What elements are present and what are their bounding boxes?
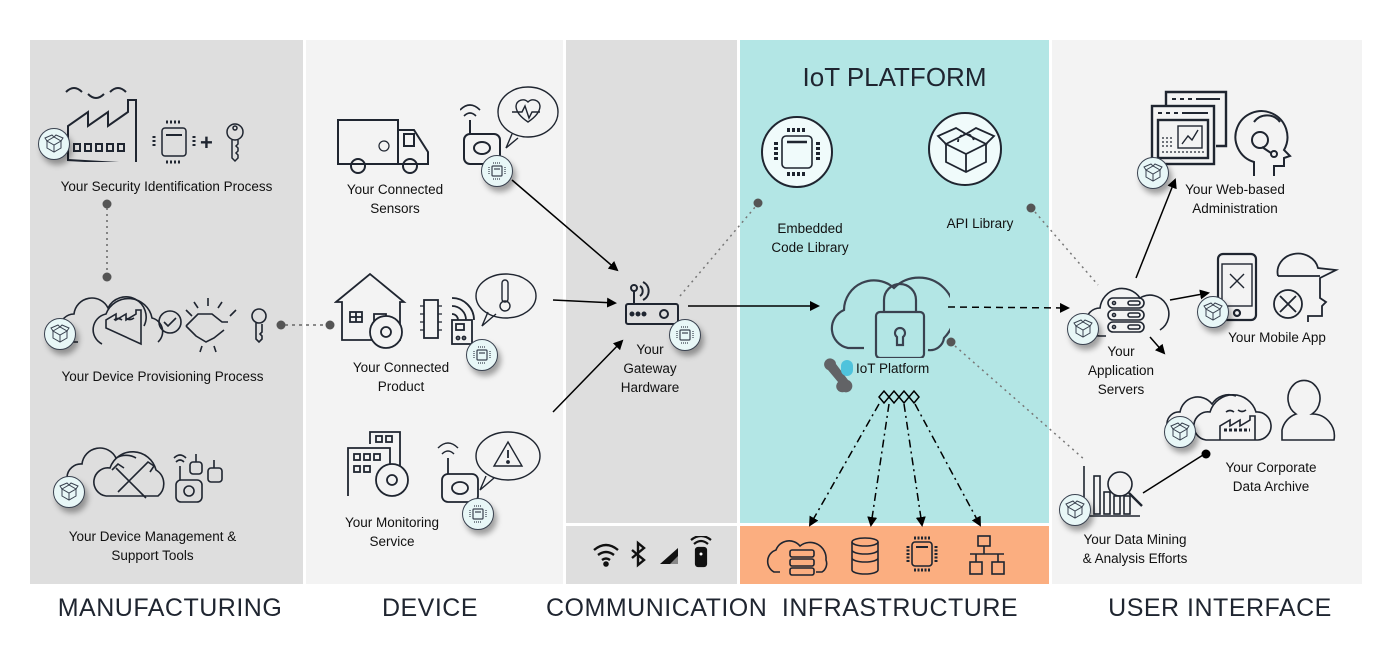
data-mining-label: Your Data Mining & Analysis Efforts <box>1082 532 1188 566</box>
device-management-label: Your Device Management & Support Tools <box>68 529 237 563</box>
gateway-hardware-label: Your Gateway Hardware <box>620 342 680 395</box>
web-admin-label: Your Web-based Administration <box>1185 182 1285 216</box>
section-label-infrastructure: INFRASTRUCTURE <box>781 594 1019 622</box>
provisioning-to-product-connector <box>276 320 335 330</box>
monitoring-service-label: Your Monitoring Service <box>344 515 440 549</box>
connected-sensors-label: Your Connected Sensors <box>346 182 444 216</box>
app-servers-label: Your Application Servers <box>1087 344 1155 397</box>
section-label-manufacturing: MANUFACTURING <box>57 594 283 622</box>
app-servers-to-archive-arrow <box>1149 336 1166 355</box>
iot-platform-logo <box>824 358 853 393</box>
gateway-router-icon <box>625 281 679 325</box>
security-identification-label: Your Security Identification Process <box>60 179 273 194</box>
sdk-box-badge <box>44 318 76 350</box>
device-management-icon <box>66 447 223 503</box>
api-library-node[interactable] <box>928 112 1002 186</box>
app-servers-to-web-admin-arrow <box>1135 178 1177 279</box>
security-to-provisioning-connector <box>102 199 112 282</box>
delivery-truck-icon <box>337 119 429 174</box>
protocol-icons <box>593 536 712 568</box>
wifi-icon <box>593 543 619 567</box>
api-library-label: API Library <box>946 216 1014 231</box>
monitoring-to-gateway-arrow <box>552 339 624 413</box>
bluetooth-icon <box>631 540 646 568</box>
svg-text:+: + <box>200 130 213 155</box>
provisioning-icon <box>59 296 267 353</box>
chip-badge <box>462 498 494 530</box>
corporate-archive-label: Your Corporate Data Archive <box>1225 460 1317 494</box>
chip-icon <box>774 128 820 176</box>
iot-platform-label: IoT Platform <box>856 361 930 376</box>
chip-badge <box>466 339 498 371</box>
open-box-gear-icon <box>936 126 996 174</box>
sdk-box-badge <box>1067 313 1099 345</box>
monitoring-service-icon <box>347 431 541 503</box>
section-label-communication: COMMUNICATION <box>546 594 768 622</box>
sdk-box-badge <box>1137 157 1169 189</box>
web-admin-icon <box>1150 90 1292 176</box>
embedded-code-library-node[interactable] <box>761 116 833 188</box>
mobile-app-icon <box>1216 252 1340 322</box>
iot-platform-title: IoT PLATFORM <box>802 62 987 92</box>
sdk-box-badge <box>38 128 70 160</box>
data-mining-icon <box>1083 466 1143 517</box>
mining-to-archive-connector <box>1142 449 1211 494</box>
sensors-to-gateway-arrow <box>511 179 619 272</box>
factory-icon <box>65 87 137 162</box>
mobile-app-label: Your Mobile App <box>1228 330 1326 345</box>
sdk-box-badge <box>1059 494 1091 526</box>
platform-to-infrastructure-arrows <box>809 389 981 527</box>
communication-protocols-strip <box>566 526 737 584</box>
sensor-heart-icon <box>460 86 559 165</box>
embedded-code-library-label: Embedded Code Library <box>771 221 849 255</box>
cellular-signal-icon <box>660 548 678 564</box>
platform-to-mining-connector <box>946 337 1086 461</box>
chip-badge <box>481 155 513 187</box>
section-label-device: DEVICE <box>381 594 479 622</box>
product-to-gateway-arrow <box>552 297 617 308</box>
platform-to-app-servers-arrow <box>947 302 1070 313</box>
cloud-server-icon <box>766 540 828 576</box>
infrastructure-icons <box>766 535 1005 576</box>
connected-product-label: Your Connected Product <box>352 360 450 394</box>
gateway-to-embedded-connector <box>679 198 763 297</box>
cloud-lock-icon <box>830 276 950 358</box>
communication-column <box>566 40 737 523</box>
section-label-user-interface: USER INTERFACE <box>1108 594 1332 622</box>
chip-plus-key-icon: + <box>152 120 244 164</box>
remote-beacon-icon <box>690 536 712 568</box>
chip-icon <box>906 536 938 572</box>
api-library-to-app-servers-connector <box>1026 203 1099 286</box>
sdk-box-badge <box>1197 296 1229 328</box>
chip-badge <box>669 319 701 351</box>
network-icon <box>969 535 1005 575</box>
device-provisioning-label: Your Device Provisioning Process <box>61 369 264 384</box>
database-icon <box>851 537 879 575</box>
sdk-box-badge <box>53 476 85 508</box>
app-servers-icon <box>1086 287 1170 337</box>
connected-product-icon <box>334 272 537 349</box>
sdk-box-badge <box>1164 416 1196 448</box>
app-servers-to-mobile-arrow <box>1169 289 1210 301</box>
